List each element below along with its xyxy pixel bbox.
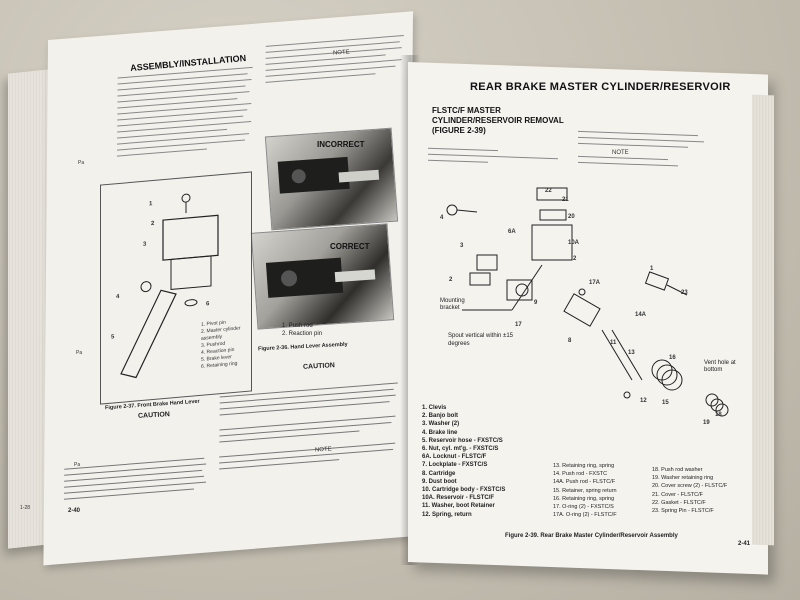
diag-callout: 1 (650, 266, 654, 272)
right-subheading: FLSTC/F MASTER CYLINDER/RESERVOIR REMOVA… (432, 106, 564, 135)
margin-label: Pa (76, 350, 83, 356)
diag-callout: 22 (545, 188, 552, 194)
parts-list-item: 20. Cover screw (2) - FLSTC/F (652, 483, 728, 490)
parts-list-item: 5. Reservoir hose - FXSTC/S (422, 437, 503, 444)
parts-list-item: 6. Nut, cyl. mt'g. - FXSTC/S (422, 446, 499, 453)
diag-callout: 13 (628, 350, 635, 356)
photo-legend-item: 2. Reaction pin (282, 331, 323, 337)
photo-legend-item: 1. Push rod (282, 323, 313, 329)
parts-list-col1: 1. Clevis 2. Banjo bolt 3. Washer (2) 4.… (422, 404, 505, 519)
parts-list-item: 6A. Locknut - FLSTC/F (422, 454, 487, 461)
diag-callout: 4 (440, 215, 444, 221)
diag-callout: 19 (703, 420, 710, 426)
right-page-number: 2-41 (738, 541, 751, 547)
diag-callout: 12 (640, 398, 647, 404)
parts-list-item: 21. Cover - FLSTC/F (652, 491, 704, 498)
parts-list-col2: 13. Retaining ring, spring 14. Push rod … (553, 462, 617, 519)
incorrect-label: INCORRECT (317, 140, 365, 149)
parts-list-item: 19. Washer retaining ring (652, 475, 714, 482)
diag-callout: 15 (662, 400, 669, 406)
parts-list-item: 11. Washer, boot Retainer (422, 503, 495, 510)
parts-list-item: 14. Push rod - FXSTC (553, 471, 608, 478)
parts-list-item: 10. Cartridge body - FXSTC/S (422, 487, 506, 494)
parts-list-item: 10A. Reservoir - FLSTC/F (422, 495, 495, 502)
left-note-label: NOTE (332, 49, 350, 57)
parts-list-item: 4. Brake line (422, 429, 458, 436)
fig-237-legend: 1. Pivot pin 2. Master cylinder assembly… (201, 317, 251, 370)
diag-callout: 11 (610, 340, 617, 346)
parts-list-item: 14A. Push rod - FLSTC/F (553, 479, 616, 486)
parts-list-item: 12. Spring, return (422, 511, 472, 518)
left-text-col2 (265, 30, 405, 88)
diag-callout: 23 (681, 290, 688, 296)
diag-callout: 17 (515, 322, 522, 328)
incorrect-photo-image (277, 156, 380, 194)
fig-237-diagram: 1 2 3 4 5 6 1. Pivot pin 2. Master cylin… (100, 171, 252, 405)
parts-list-item: 23. Spring Pin - FLSTC/F (652, 508, 714, 515)
right-left-text (428, 143, 568, 171)
right-heading: REAR BRAKE MASTER CYLINDER/RESERVOIR (470, 81, 731, 93)
diag-callout: 3 (460, 243, 464, 249)
parts-list-item: 22. Gasket - FLSTC/F (652, 499, 706, 506)
diag-callout: 2 (573, 256, 577, 262)
diag-callout: 6A (508, 229, 516, 235)
correct-photo (250, 223, 395, 330)
parts-list-item: 17. O-ring (2) - FXSTC/S (553, 504, 614, 511)
parts-list-item: 16. Retaining ring, spring (553, 495, 615, 502)
callout-3: 3 (143, 241, 147, 248)
diag-callout: 17A (589, 280, 601, 286)
parts-list-item: 15. Retainer, spring return (553, 487, 617, 494)
parts-list-col3: 18. Push rod washer 19. Washer retaining… (652, 466, 727, 515)
callout-6: 6 (206, 301, 210, 308)
correct-label: CORRECT (330, 242, 370, 251)
parts-list-item: 9. Dust boot (422, 478, 457, 485)
parts-list-item: 18. Push rod washer (652, 467, 703, 473)
parts-list-item: 13. Retaining ring, spring (553, 463, 615, 469)
diag-callout: 20 (568, 214, 575, 220)
incorrect-photo (264, 127, 399, 231)
parts-list-item: 17A. O-ring (2) - FLSTC/F (553, 512, 617, 519)
left-page-number: 2-40 (68, 508, 81, 514)
master-cylinder-exploded-diagram (446, 187, 729, 417)
vent-hole-label: Vent hole at bottom (704, 360, 736, 373)
margin-label: Pa (74, 462, 81, 468)
left-note-label-2: NOTE (314, 446, 332, 454)
callout-4: 4 (116, 293, 120, 301)
brake-lever-drawing (120, 193, 219, 379)
parts-list-item: 3. Washer (2) (422, 421, 460, 428)
right-note-label: NOTE (612, 150, 629, 156)
diag-callout: 8 (568, 338, 572, 344)
diag-callout: 16 (669, 355, 676, 361)
diag-callout: 18 (715, 412, 722, 418)
spout-label: Spout vertical within ±15 degrees (448, 333, 513, 347)
parts-list-item: 7. Lockplate - FXSTC/S (422, 462, 488, 469)
parts-list-item: 8. Cartridge (422, 470, 456, 477)
diag-callout: 14A (635, 312, 647, 318)
parts-list-item: 1. Clevis (422, 405, 447, 411)
callout-5: 5 (111, 334, 115, 341)
left-text-col1 (116, 61, 258, 161)
callout-2: 2 (151, 220, 155, 228)
left-caution-text (63, 452, 209, 504)
mounting-bracket-label: Mounting bracket (440, 298, 465, 311)
correct-photo-image (265, 257, 376, 298)
diag-callout: 10A (568, 240, 580, 246)
right-top-text (578, 126, 708, 173)
callout-1: 1 (149, 201, 153, 208)
diag-callout: 2 (449, 277, 453, 283)
diag-callout: 9 (534, 300, 538, 306)
margin-label: Pa (78, 160, 85, 166)
photo-legend: 1. Push rod 2. Reaction pin (282, 322, 322, 338)
fig-239-caption: Figure 2-39. Rear Brake Master Cylinder/… (505, 533, 678, 539)
diag-callout: 21 (562, 197, 569, 203)
margin-label: 1-28 (20, 505, 31, 511)
parts-list-item: 2. Banjo bolt (422, 413, 458, 420)
